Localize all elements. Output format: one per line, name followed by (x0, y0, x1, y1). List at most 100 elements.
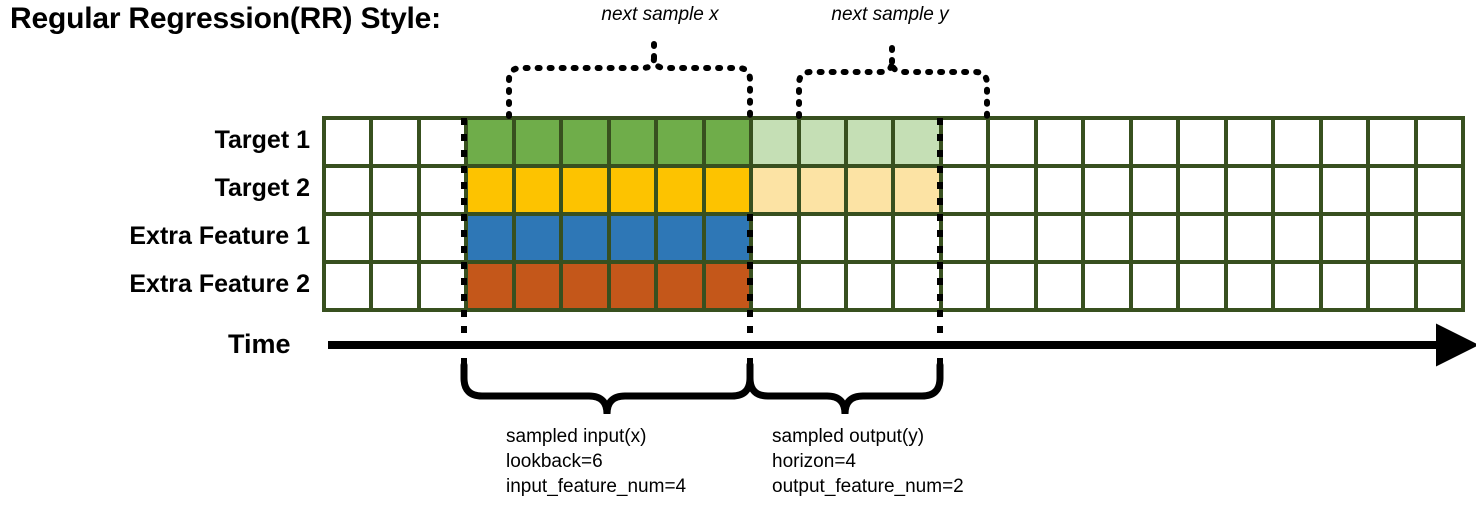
grid-cell (326, 120, 370, 164)
grid-cell (1180, 120, 1224, 164)
grid-cell (1417, 216, 1461, 260)
grid-cell (1180, 264, 1224, 308)
grid-cell (468, 216, 512, 260)
top-annotation-next-sample-x: next sample x (601, 4, 719, 25)
grid-cell (848, 216, 892, 260)
grid-cell (420, 168, 465, 212)
grid-cell (515, 216, 560, 260)
grid-cell (990, 264, 1034, 308)
timeseries-grid (322, 116, 1465, 312)
grid-cell (373, 264, 417, 308)
grid-cell (1275, 168, 1319, 212)
grid-cell (1322, 168, 1367, 212)
grid-cell (895, 216, 939, 260)
note-sampled-output: sampled output(y) horizon=4 output_featu… (772, 426, 964, 498)
grid-cell (658, 264, 702, 308)
grid-cell (373, 120, 417, 164)
grid-cell (705, 120, 750, 164)
grid-cell (468, 168, 512, 212)
grid-cell (1227, 264, 1272, 308)
grid-cell (753, 264, 797, 308)
grid-cell (1322, 264, 1367, 308)
grid-cell (942, 216, 987, 260)
grid-cell (515, 264, 560, 308)
grid-cell (563, 264, 607, 308)
grid-cell (420, 120, 465, 164)
grid-cell (848, 120, 892, 164)
grid-cell (705, 168, 750, 212)
grid-cell (942, 264, 987, 308)
time-axis-arrow-icon (328, 323, 1476, 367)
grid-cell (1085, 264, 1129, 308)
time-axis-label: Time (228, 329, 291, 359)
row-label-extra-feature-2: Extra Feature 2 (129, 270, 310, 298)
grid-cell (800, 216, 845, 260)
grid-cell (1417, 120, 1461, 164)
row-label-target-2: Target 2 (214, 174, 310, 202)
grid-cell (1322, 216, 1367, 260)
top-brace-output (796, 61, 990, 119)
grid-cell (848, 264, 892, 308)
grid-cell (373, 216, 417, 260)
grid-cell (420, 216, 465, 260)
grid-cell (1275, 264, 1319, 308)
grid-cell (373, 168, 417, 212)
grid-cell (1227, 168, 1272, 212)
grid-cell (705, 264, 750, 308)
grid-cell (942, 120, 987, 164)
grid-cell (1370, 216, 1414, 260)
grid-cell (1085, 216, 1129, 260)
grid-cell (658, 168, 702, 212)
bottom-brace-output (746, 361, 944, 415)
grid-cell (1132, 120, 1177, 164)
grid-cell (1037, 216, 1082, 260)
grid-cell (515, 120, 560, 164)
grid-cell (1322, 120, 1367, 164)
grid-cell (563, 168, 607, 212)
grid-cell (1037, 168, 1082, 212)
grid-cell (1370, 120, 1414, 164)
grid-cell (515, 168, 560, 212)
grid-cell (563, 216, 607, 260)
grid-cell (468, 120, 512, 164)
grid-cell (990, 168, 1034, 212)
row-label-extra-feature-1: Extra Feature 1 (129, 222, 310, 250)
grid-cell (1417, 168, 1461, 212)
grid-cell (753, 216, 797, 260)
grid-cell (610, 120, 655, 164)
grid-cell (705, 216, 750, 260)
note-sampled-input: sampled input(x) lookback=6 input_featur… (506, 426, 687, 498)
grid-cell (1037, 120, 1082, 164)
bottom-brace-input (460, 361, 754, 415)
grid-cell (1085, 120, 1129, 164)
grid-cell (1275, 216, 1319, 260)
grid-cell (1227, 216, 1272, 260)
grid-cell (610, 264, 655, 308)
top-annotation-next-sample-y: next sample y (831, 4, 949, 25)
grid-cell (848, 168, 892, 212)
grid-cell (942, 168, 987, 212)
grid-cell (1180, 216, 1224, 260)
grid-cell (1085, 168, 1129, 212)
page-title: Regular Regression(RR) Style: (10, 2, 441, 35)
grid-cell (895, 168, 939, 212)
grid-cell (800, 120, 845, 164)
grid-cell (990, 216, 1034, 260)
grid-cell (420, 264, 465, 308)
top-brace-input (506, 57, 753, 119)
grid-cell (326, 168, 370, 212)
grid-cell (1370, 264, 1414, 308)
grid-cell (1132, 168, 1177, 212)
grid-cell (1180, 168, 1224, 212)
grid-cell (563, 120, 607, 164)
grid-cell (1370, 168, 1414, 212)
grid-cell (658, 120, 702, 164)
grid-cell (1132, 216, 1177, 260)
row-label-target-1: Target 1 (214, 126, 310, 154)
grid-cell (610, 216, 655, 260)
grid-cell (990, 120, 1034, 164)
grid-cell (800, 168, 845, 212)
grid-cell (1132, 264, 1177, 308)
grid-cell (753, 168, 797, 212)
